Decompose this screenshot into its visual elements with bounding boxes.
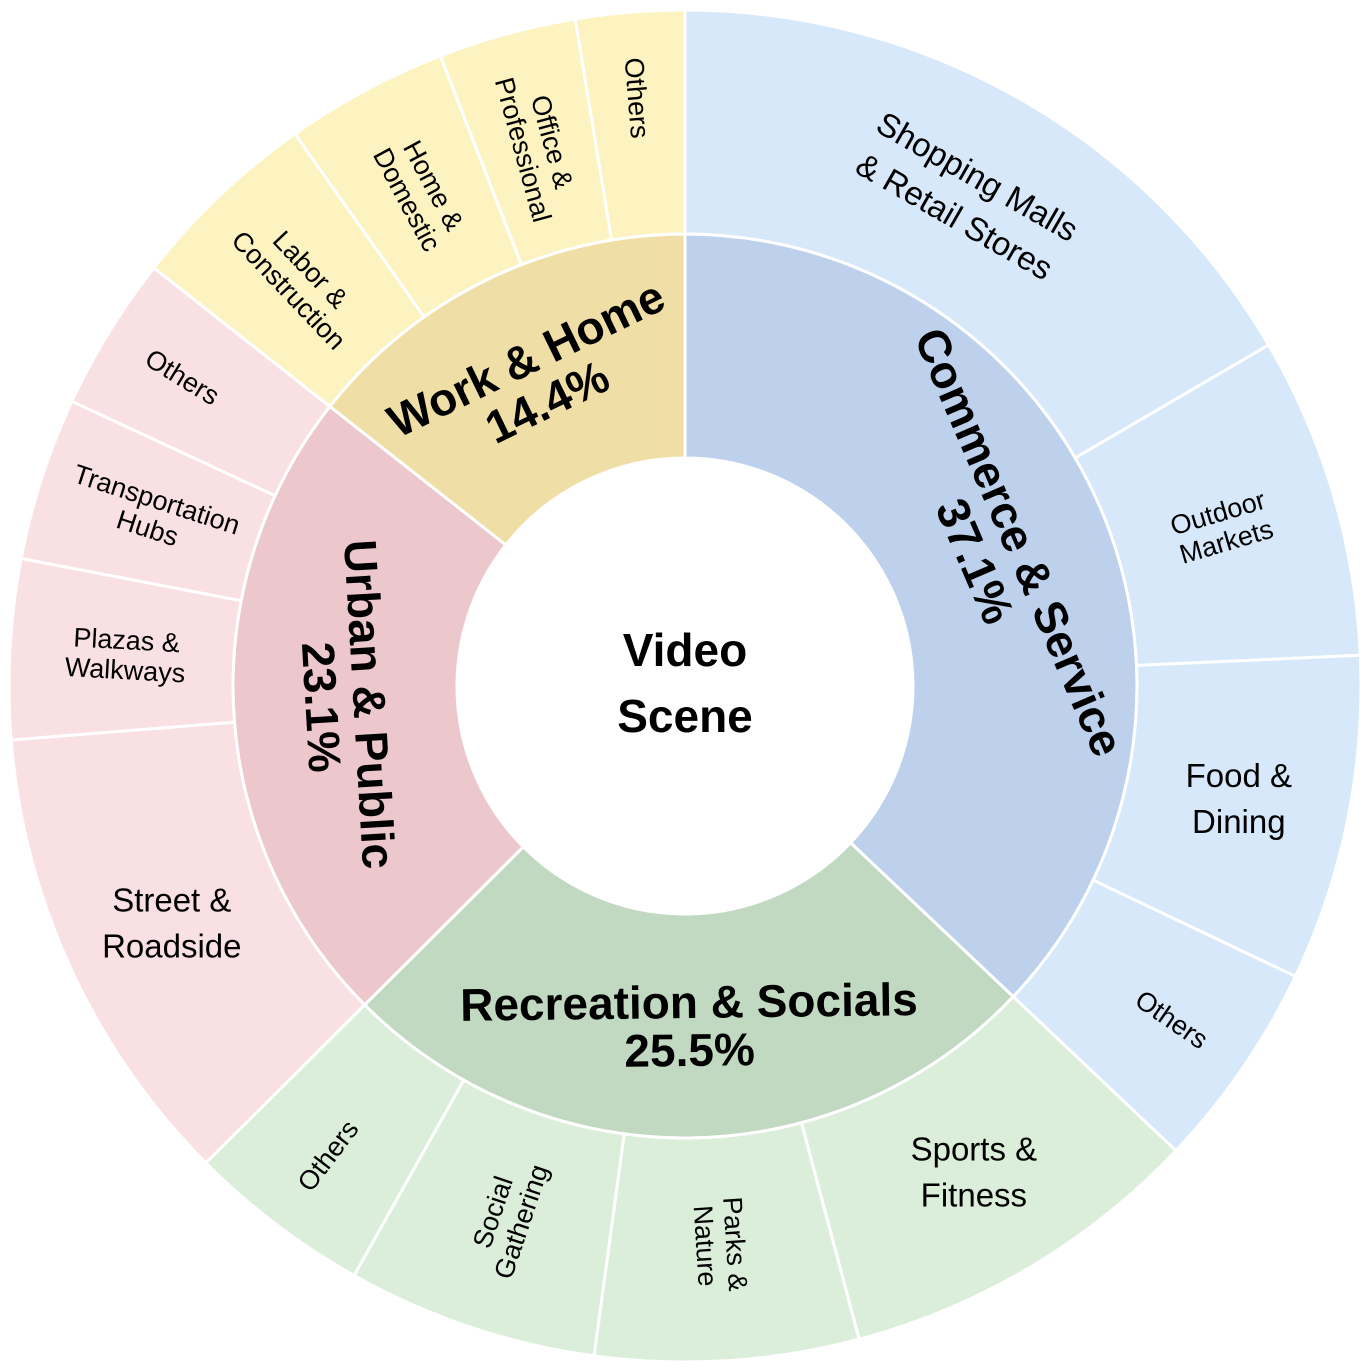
outer-label-recreation-and-socials-parks-and-nature: Parks &Nature (687, 1196, 753, 1294)
outer-label-recreation-and-socials-sports-and-fitness: Sports &Fitness (911, 1130, 1038, 1213)
outer-label-work-and-home-others: Others (619, 56, 656, 139)
center-label-line: Scene (617, 690, 753, 742)
outer-label-urban-and-public-street-and-roadside: Street &Roadside (102, 881, 241, 964)
segment-commerce-and-service-shopping-malls-and-retail-stores (683, 8, 1271, 461)
outer-label-commerce-and-service-food-and-dining: Food &Dining (1186, 756, 1292, 839)
segment-work-and-home-others (573, 8, 687, 242)
segments-layer (7, 8, 1363, 1364)
center-label-line: Video (623, 624, 747, 676)
outer-label-urban-and-public-plazas-and-walkways: Plazas &Walkways (64, 622, 188, 689)
inner-label-recreation-and-socials: Recreation & Socials25.5% (460, 973, 919, 1079)
